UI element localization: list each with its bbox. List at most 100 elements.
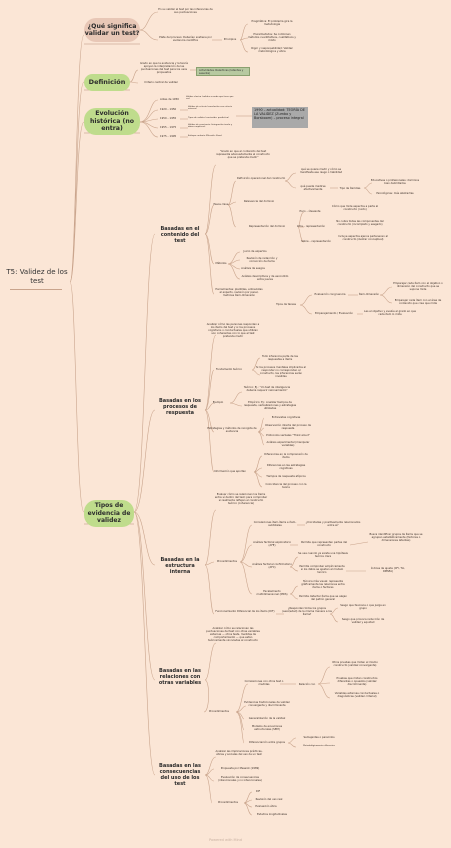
interna-corr: Correlaciones ítem-ítems e ítem-subtotal…: [253, 521, 297, 527]
evo-box: 1990 – actualidad: TEORÍA DE LA VALIDEZ …: [252, 107, 308, 128]
contenido-m3: Análisis de sesgos: [241, 267, 265, 270]
relaciones-label[interactable]: Basadas en las relaciones con otras vari…: [158, 668, 202, 686]
contenido-emp: Emparejamiento / Evaluación: [314, 312, 354, 315]
procesos-e2: Observación directa del proceso de respu…: [265, 424, 311, 430]
contenido-dom1: qué se quiere medir y cómo se manifiesta…: [299, 168, 343, 174]
relaciones-ev: Evidencias tradicionales de validez conv…: [244, 701, 290, 707]
def-n1: Grado en que la evidencia y la teoría ap…: [139, 62, 188, 74]
q1-node[interactable]: ¿Qué significa validar un test?: [84, 18, 140, 42]
procesos-i1: Diferencias en la comprensión de ítems: [264, 453, 308, 459]
relaciones-proc: Procedimientos: [209, 710, 229, 713]
contenido-tipos-tareas: Tipos de tareas: [276, 303, 296, 306]
contenido-herr: Herramientas: plantillas, entrevistas al…: [215, 288, 263, 297]
procesos-ej1: Teórico: Ej.: "Un test de inteligencia d…: [243, 386, 291, 392]
consecuencias-p4: Estudios longitudinales: [256, 813, 288, 816]
procesos-label[interactable]: Basadas en los procesos de respuesta: [158, 398, 202, 416]
contenido-dom-d: Cómo que mide aspectos a parte al constr…: [331, 205, 379, 211]
interna-label[interactable]: Basadas en la estructura interna: [160, 557, 200, 575]
interna-dif-q: ¿Responden todos los grupos (sexo/edad) …: [282, 607, 332, 616]
relaciones-r2: Pruebas que miden constructos diferentes…: [336, 677, 378, 686]
evo-desc-1: Validez de criterio (correlación con cri…: [188, 106, 233, 111]
contenido-m2: Revisión de redacción y corrección de ít…: [246, 257, 278, 263]
procesos-i4: Coincidencia del proceso con la teoría: [265, 483, 307, 489]
contenido-rel: Relevancia del dominio: [243, 200, 275, 203]
evo-year-4: 1975 – 1995: [160, 135, 177, 138]
interna-dif: Funcionamiento Diferencial de los ítems …: [215, 610, 275, 613]
interna-multi-d2: Permite detectar ítems que se alejan del…: [299, 595, 347, 601]
contenido-emp-d: Las el objetivo y evalúe el grado en que…: [364, 310, 416, 316]
relaciones-r3: Variables externas conductuales o diagnó…: [334, 692, 380, 698]
procesos-i2: Diferencias en las estrategias cognitiva…: [266, 464, 306, 470]
consecuencias-proc: Procedimientos: [218, 801, 238, 804]
q1-p2: Pluralmetodos: Se combinan métodos cuant…: [248, 33, 296, 42]
q1-n1: En su validar el test por las inferencia…: [158, 8, 213, 14]
interna-afc: Análisis factorial confirmatorio (AFC): [252, 563, 292, 569]
procesos-e1: Entrevistas cognitivas: [271, 416, 301, 419]
contenido-sobre-d: Incluye aspectos ajenos pertenecen al co…: [338, 235, 388, 241]
evo-year-3: 1955 – 1975: [160, 126, 177, 129]
tipos-node[interactable]: Tipos de evidencia de validez: [84, 500, 134, 527]
consecuencias-eval: Evaluación de consecuencias (intencional…: [218, 776, 262, 782]
q1-principios: Principios: [223, 38, 237, 41]
procesos-ej2: Empírico: Ej.: Analizar tiempos de respu…: [243, 401, 297, 410]
contenido-label[interactable]: Basadas en el contenido del test: [160, 226, 200, 244]
relaciones-d2: Metodológicamente diferentes: [303, 745, 335, 747]
contenido-ti1: Educativas o profesionales: dominios bie…: [370, 179, 420, 185]
contenido-infra: Infra – representación: [296, 225, 326, 228]
interna-afc-i: Índices de ajuste (CFI, TLI, RMSEA): [370, 567, 406, 573]
evo-year-0: Antes de 1950: [160, 98, 179, 101]
evo-desc-0: Validez clasica (validez a modo que tien…: [186, 96, 234, 101]
interna-afe-d2: Busca identificar grupos de ítems que se…: [369, 533, 423, 542]
procesos-f2: Si los procesos mentales implicados al r…: [256, 366, 306, 378]
def-n2: Criterio central de validez: [144, 81, 178, 84]
contenido-def-op: Definición operacional del constructo: [236, 177, 286, 180]
interna-afc-d: Permite comprobar empíricamente si los d…: [299, 565, 345, 574]
relaciones-rel: Relación con: [298, 683, 316, 686]
relaciones-mod: Modelos de ecuaciones estructurales (SEM…: [251, 725, 283, 731]
evo-year-1: 1920 – 1950: [160, 108, 177, 111]
interna-dif-d2: Sesgo que provoca reducción de validez y…: [341, 618, 385, 624]
consecuencias-p2: Revisión del uso real: [255, 798, 283, 801]
contenido-dom2: qué puede medirse efectivamente: [300, 185, 326, 191]
procesos-e4: Análisis experimental (manipular variabl…: [266, 441, 310, 447]
interna-multi-d: Técnica más visual: representa gráficame…: [301, 580, 345, 589]
procesos-f1: Todo inferencia parte de las respuestas …: [262, 355, 298, 361]
contenido-sobre: Sobre – representación: [301, 240, 331, 243]
evo-year-2: 1950 – 1955: [160, 117, 177, 120]
contenido-m4: Análisis descriptivos y de escondido ent…: [241, 275, 289, 281]
contenido-pasos: Pasos clave: [213, 203, 229, 206]
contenido-ev1d: Emparejar cada ítem con el objetivo o di…: [393, 282, 443, 291]
contenido-intro: "Grado en que el contenido del test repr…: [216, 150, 270, 159]
footer-credit: Powered with Mind: [209, 838, 242, 842]
relaciones-dif: Diferenciación entre grupos: [248, 741, 286, 744]
consecuencias-prop: Propuesta por Messick (1989): [220, 767, 260, 770]
procesos-estr: Estrategias y métodos de recogida de evi…: [207, 427, 257, 433]
def-node[interactable]: Definición: [84, 74, 130, 91]
evo-desc-4: Enfoque unitario (Messick, Kane): [188, 135, 223, 137]
consecuencias-intro: Analizar las implicaciones prácticas, ét…: [215, 750, 263, 756]
contenido-evc: Evaluación congruencia: [314, 293, 346, 296]
procesos-fund: Fundamento teórico: [215, 368, 243, 371]
evo-node[interactable]: Evolución histórica (no entra): [84, 108, 140, 135]
procesos-intro: Analizar cómo las personas responden a l…: [206, 323, 260, 338]
relaciones-r1: Otros pruebas que miden el mismo constru…: [332, 661, 378, 667]
evo-desc-2: Tipos de validez (contenido, predictiva): [188, 117, 229, 119]
interna-afe-d: Permite que representen partes del const…: [300, 541, 348, 547]
interna-dif-d1: Sesgo que favorece o que juzga en grupo: [340, 604, 386, 610]
interna-corr-d: ¿Unicidades y positivamente relacionados…: [305, 521, 361, 527]
contenido-ti2: Psicológicas: más abstractas: [376, 192, 414, 195]
root-underline: [10, 289, 62, 290]
contenido-infra-d: No cubre todas las componentes del const…: [336, 220, 384, 226]
relaciones-corr: Correlaciones con otros test o medidas: [244, 680, 284, 686]
procesos-ej: Ejemplo: [212, 401, 224, 404]
q1-p1: Pragmática: El problema gira la metodolo…: [251, 20, 293, 26]
q1-n2: Plate del proceso: Deberían sostiene por…: [159, 36, 212, 42]
procesos-e3: Protocolos verbales "Think aloud": [266, 434, 310, 437]
relaciones-intro: Analizar cómo se relacionan las puntuaci…: [206, 627, 260, 642]
interna-afe: Análisis factorial exploratorio (AFE): [253, 541, 291, 547]
contenido-met: Métodos: [215, 262, 227, 265]
consecuencias-label[interactable]: Basadas en las consecuencias del uso de …: [159, 763, 201, 787]
contenido-rep: Representación del dominio: [248, 225, 286, 228]
interna-multi: Escalamiento multidimensional (MDS): [256, 590, 288, 596]
procesos-info: Información que aportan: [213, 470, 247, 473]
